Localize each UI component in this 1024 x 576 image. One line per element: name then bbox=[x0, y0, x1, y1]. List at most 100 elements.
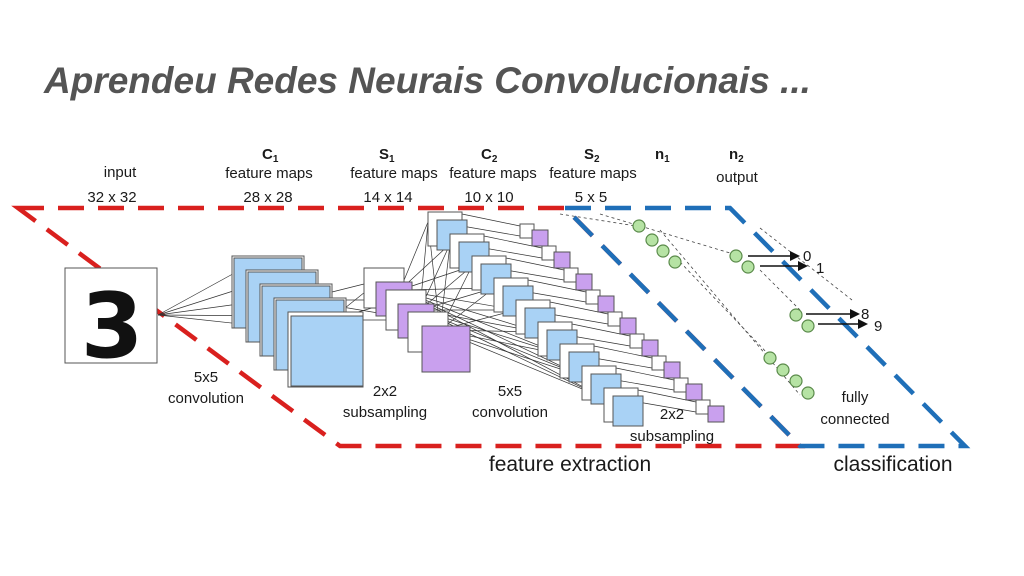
conn-n2-top bbox=[759, 227, 853, 301]
conn-c2-s2b-2 bbox=[505, 269, 565, 281]
classification-border bbox=[559, 205, 971, 449]
conn-c2-s2b-3 bbox=[527, 291, 587, 303]
s1-map-3-fill bbox=[421, 325, 471, 373]
n2-letter: n bbox=[729, 146, 738, 163]
n2-neuron-4 bbox=[801, 319, 815, 333]
conn-s1-c2-1-2 bbox=[419, 265, 473, 311]
conn-s1-c2-0-0 bbox=[399, 221, 429, 291]
conn-c2-s2b-4 bbox=[549, 313, 609, 325]
layer-header-n1: n1 bbox=[655, 146, 670, 165]
n2-kind: output bbox=[716, 169, 759, 186]
c1-letter: C bbox=[262, 146, 273, 163]
conn-c2-s2b-5 bbox=[571, 335, 631, 347]
s2-map-7-fill bbox=[663, 361, 681, 379]
s1-kind: feature maps bbox=[350, 165, 438, 182]
n2-neuron-3 bbox=[789, 308, 803, 322]
svg-text:n1: n1 bbox=[655, 146, 670, 165]
n2-neuron-2 bbox=[741, 260, 755, 274]
svg-text:5x5: 5x5 bbox=[194, 369, 218, 386]
s2-size: 5 x 5 bbox=[575, 189, 608, 206]
output-label-0: 0 bbox=[803, 248, 811, 265]
s2-kind: feature maps bbox=[549, 165, 637, 182]
input-size: 32 x 32 bbox=[87, 189, 136, 206]
s2-map-1-fill bbox=[531, 229, 549, 247]
conn-c2-s2b-0 bbox=[461, 225, 521, 237]
svg-text:convolution: convolution bbox=[472, 404, 548, 421]
feature-extraction-label: feature extraction bbox=[489, 453, 651, 476]
n2-neuron-1 bbox=[729, 249, 743, 263]
conn-n1-n2-c bbox=[679, 261, 771, 357]
s2-map-6-fill bbox=[641, 339, 659, 357]
s1-feature-maps bbox=[363, 267, 471, 373]
n2-neuron-7 bbox=[789, 374, 803, 388]
svg-text:2x2: 2x2 bbox=[373, 383, 397, 400]
svg-text:subsampling: subsampling bbox=[343, 404, 427, 421]
n1-neuron-1 bbox=[632, 219, 646, 233]
layer-header-c1: C1 feature maps 28 x 28 bbox=[225, 146, 313, 206]
c1-map-5-fill bbox=[290, 315, 364, 387]
s1-subscript: 1 bbox=[389, 154, 395, 165]
output-labels: 0 1 8 9 bbox=[803, 248, 882, 335]
svg-text:convolution: convolution bbox=[168, 390, 244, 407]
conn-c2-s2b-1 bbox=[483, 247, 543, 259]
svg-text:S1: S1 bbox=[379, 146, 395, 165]
conn-c2-s2b-6 bbox=[593, 357, 653, 369]
conn-n1-n2-b bbox=[659, 229, 801, 396]
c2-map-9-fill bbox=[612, 395, 644, 427]
op-sub1-label: 2x2 subsampling bbox=[343, 383, 427, 421]
n1-letter: n bbox=[655, 146, 664, 163]
c2-subscript: 2 bbox=[492, 154, 498, 165]
input-digit: 3 bbox=[81, 274, 144, 379]
c2-letter: C bbox=[481, 146, 492, 163]
n1-neuron-3 bbox=[656, 244, 670, 258]
c1-subscript: 1 bbox=[273, 154, 279, 165]
classification-label: classification bbox=[833, 453, 952, 476]
c1-size: 28 x 28 bbox=[243, 189, 292, 206]
output-label-8: 8 bbox=[861, 306, 869, 323]
s2-map-9-fill bbox=[707, 405, 725, 423]
output-label-1: 1 bbox=[816, 260, 824, 277]
conn-n1-n2-a bbox=[599, 213, 741, 257]
s2-map-5-fill bbox=[619, 317, 637, 335]
svg-text:C1: C1 bbox=[262, 146, 279, 165]
n2-subscript: 2 bbox=[738, 154, 744, 165]
s2-map-3-fill bbox=[575, 273, 593, 291]
layer-header-s1: S1 feature maps 14 x 14 bbox=[350, 146, 438, 206]
conn-c2-s2b-8 bbox=[637, 401, 697, 413]
op-sub2-label: 2x2 subsampling bbox=[630, 406, 714, 445]
c2-size: 10 x 10 bbox=[464, 189, 513, 206]
svg-text:5x5: 5x5 bbox=[498, 383, 522, 400]
layer-header-input: input 32 x 32 bbox=[87, 164, 137, 206]
conn-c2-s2-0 bbox=[461, 213, 521, 227]
conn-s1-c2-0-6 bbox=[399, 289, 561, 355]
n2-neuron-6 bbox=[776, 363, 790, 377]
conn-c2-s2b-7 bbox=[615, 379, 675, 391]
op-conv2-label: 5x5 convolution bbox=[472, 383, 548, 421]
conn-s1-c2-1-8 bbox=[419, 309, 605, 399]
svg-text:2x2: 2x2 bbox=[660, 406, 684, 423]
n1-neuron-4 bbox=[668, 255, 682, 269]
s1-letter: S bbox=[379, 146, 389, 163]
op-fc-label: fully connected bbox=[820, 389, 889, 428]
svg-text:connected: connected bbox=[820, 411, 889, 428]
op-conv1-label: 5x5 convolution bbox=[168, 369, 244, 407]
svg-text:C2: C2 bbox=[481, 146, 498, 165]
layer-header-s2: S2 feature maps 5 x 5 bbox=[549, 146, 637, 206]
n1-neuron-2 bbox=[645, 233, 659, 247]
output-label-9: 9 bbox=[874, 318, 882, 335]
neuron-nodes bbox=[632, 219, 815, 400]
conn-input-c1-1 bbox=[157, 269, 241, 316]
slide-title: Aprendeu Redes Neurais Convolucionais ..… bbox=[44, 60, 811, 101]
c2-kind: feature maps bbox=[449, 165, 537, 182]
input-image: 3 bbox=[64, 267, 158, 379]
output-arrows bbox=[748, 251, 868, 329]
layer-header-c2: C2 feature maps 10 x 10 bbox=[449, 146, 537, 206]
n2-neuron-8 bbox=[801, 386, 815, 400]
input-label: input bbox=[104, 164, 137, 181]
n2-neuron-5 bbox=[763, 351, 777, 365]
conn-s1-c2-2-3 bbox=[439, 287, 495, 331]
c1-feature-maps bbox=[231, 255, 364, 388]
svg-text:S2: S2 bbox=[584, 146, 600, 165]
s2-letter: S bbox=[584, 146, 594, 163]
